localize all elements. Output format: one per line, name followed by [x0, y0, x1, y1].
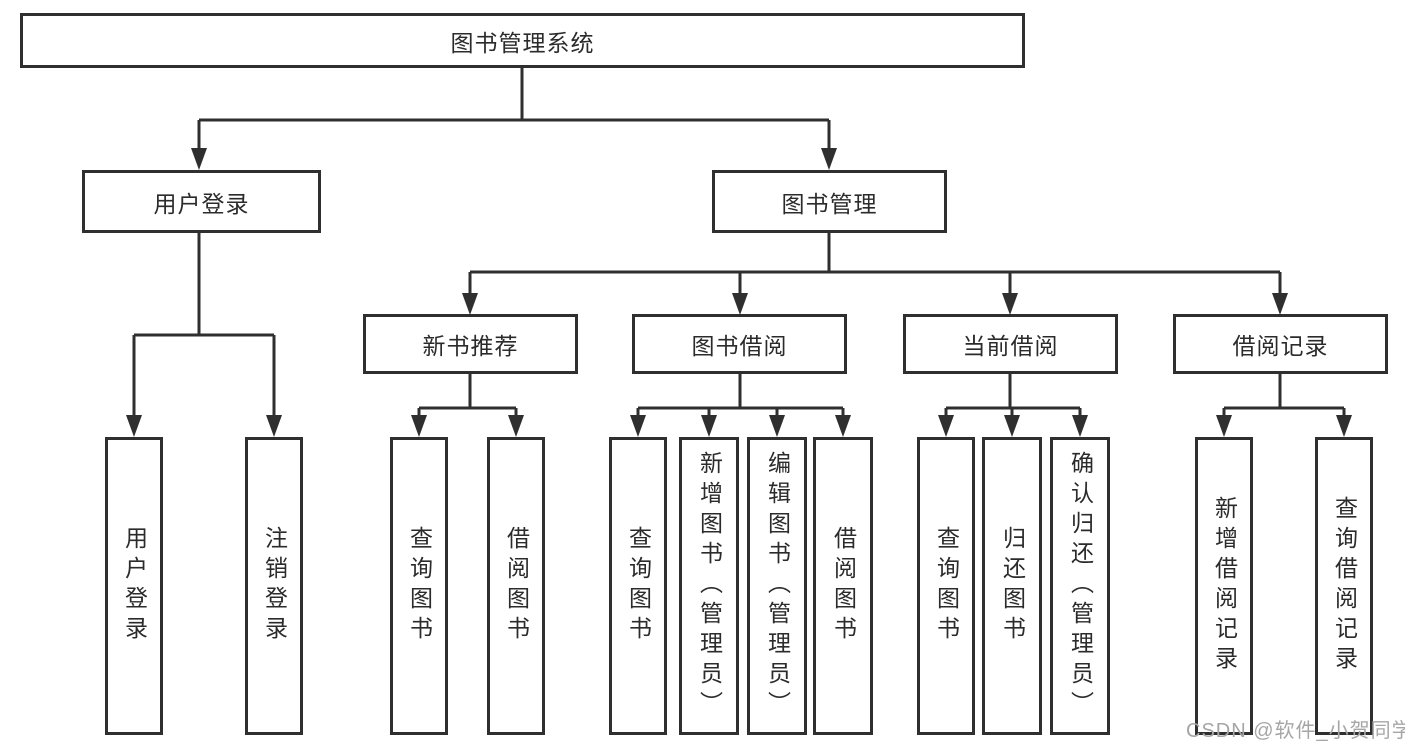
csdn-watermark: CSDN @软件_小贺同学 [1186, 720, 1405, 742]
leaf-user-login: 用户登录 [105, 437, 163, 735]
node-book-management-label: 图书管理 [781, 190, 878, 217]
leaf-current-return-books: 归还图书 [982, 437, 1042, 735]
leaf-borrow-borrow-books: 借阅图书 [813, 437, 873, 735]
node-root-system: 图书管理系统 [20, 13, 1025, 68]
leaf-current-return-books-label: 归还图书 [999, 526, 1026, 646]
leaf-borrow-add-books-admin: 新增图书（管理员） [679, 437, 739, 735]
leaf-borrow-edit-books-admin: 编辑图书（管理员） [747, 437, 807, 735]
leaf-records-add-record-label: 新增借阅记录 [1211, 496, 1238, 676]
node-book-management-branch: 图书管理 [712, 170, 947, 233]
leaf-records-query-record-label: 查询借阅记录 [1331, 496, 1358, 676]
leaf-recommend-query-books: 查询图书 [390, 437, 448, 735]
leaf-records-query-record: 查询借阅记录 [1315, 437, 1373, 735]
node-current-borrow: 当前借阅 [903, 314, 1118, 374]
leaf-borrow-borrow-books-label: 借阅图书 [830, 526, 857, 646]
connector-records-to-leaves [1216, 374, 1352, 437]
leaf-recommend-query-books-label: 查询图书 [406, 526, 433, 646]
connector-bookborrow-to-leaves [630, 374, 851, 437]
leaf-logout-label: 注销登录 [261, 526, 288, 646]
node-book-borrow-label: 图书借阅 [691, 333, 788, 359]
node-user-login-label: 用户登录 [153, 190, 250, 217]
node-borrow-records-label: 借阅记录 [1232, 333, 1329, 359]
leaf-logout: 注销登录 [245, 437, 303, 735]
leaf-borrow-add-books-admin-label: 新增图书（管理员） [696, 451, 723, 721]
connector-recommend-to-leaves [411, 374, 524, 437]
node-user-login-branch: 用户登录 [82, 170, 321, 233]
leaf-current-confirm-return-admin-label: 确认归还（管理员） [1067, 451, 1094, 721]
leaf-recommend-borrow-books-label: 借阅图书 [503, 526, 530, 646]
connector-userlogin-to-leaves [126, 233, 282, 437]
leaf-records-add-record: 新增借阅记录 [1195, 437, 1253, 735]
node-new-book-recommend-label: 新书推荐 [422, 333, 519, 359]
connector-bookmgmt-to-level3 [462, 233, 1288, 315]
node-borrow-records: 借阅记录 [1173, 314, 1388, 374]
node-current-borrow-label: 当前借阅 [962, 333, 1059, 359]
leaf-borrow-query-books-label: 查询图书 [625, 526, 652, 646]
leaf-current-query-books: 查询图书 [917, 437, 975, 735]
node-new-book-recommend: 新书推荐 [363, 314, 578, 374]
node-root-label: 图书管理系统 [450, 29, 595, 56]
leaf-user-login-label: 用户登录 [121, 526, 148, 646]
leaf-borrow-query-books: 查询图书 [609, 437, 667, 735]
leaf-borrow-edit-books-admin-label: 编辑图书（管理员） [764, 451, 791, 721]
connector-root-to-level2 [191, 68, 837, 170]
leaf-current-query-books-label: 查询图书 [933, 526, 960, 646]
connector-currentborrow-to-leaves [938, 374, 1088, 437]
leaf-recommend-borrow-books: 借阅图书 [487, 437, 545, 735]
node-book-borrow: 图书借阅 [632, 314, 847, 374]
leaf-current-confirm-return-admin: 确认归还（管理员） [1050, 437, 1110, 735]
